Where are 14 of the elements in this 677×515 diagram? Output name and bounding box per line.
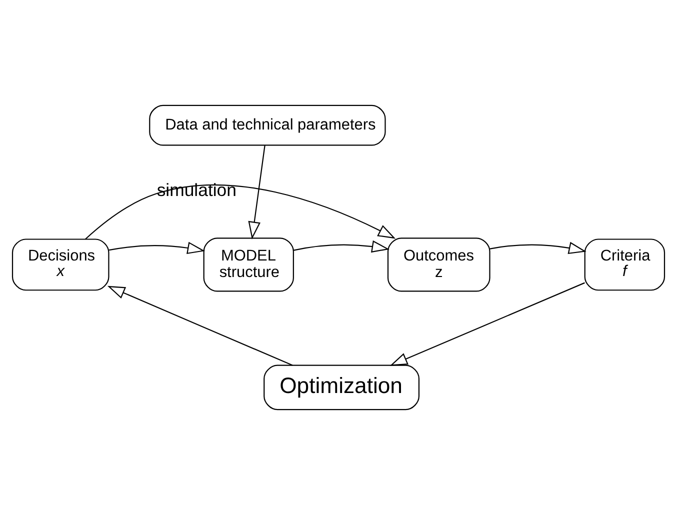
edge-label: simulation — [156, 180, 236, 200]
node-box: MODEL structure — [203, 238, 294, 292]
node-box: Data and technical parameters — [149, 104, 386, 146]
arrow — [490, 242, 586, 254]
arrow — [107, 286, 293, 366]
node-box: Optimization — [264, 364, 420, 410]
arrow — [248, 145, 266, 240]
arrow — [293, 240, 390, 253]
node-box: Criteria f — [584, 238, 666, 291]
arrow — [85, 184, 396, 240]
node-box: Decisions x — [12, 238, 110, 291]
arrow — [390, 282, 585, 366]
arrow — [109, 242, 206, 254]
node-box: Outcomes z — [387, 238, 490, 292]
